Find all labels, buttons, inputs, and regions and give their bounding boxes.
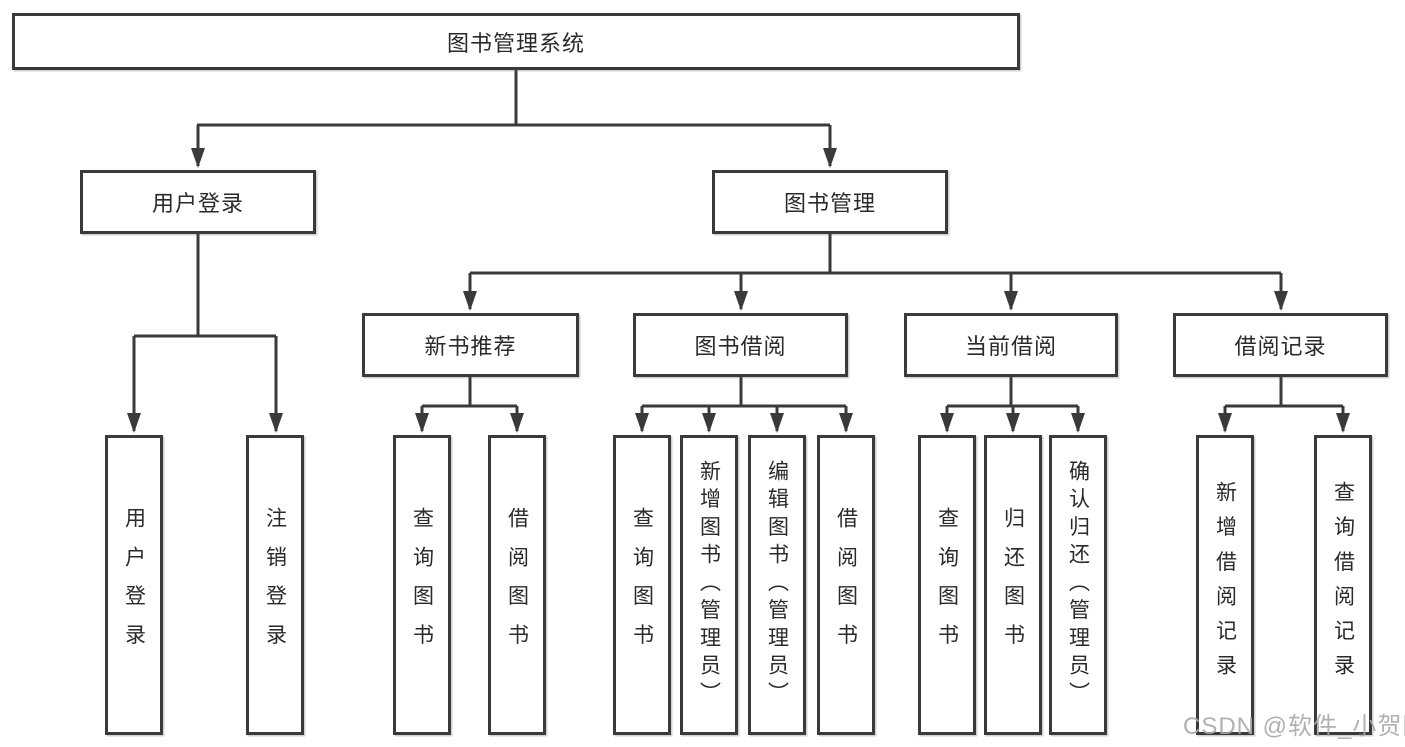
- node-root-system: 图书管理系统: [12, 13, 1020, 70]
- leaf-query-books-2: 查询图书: [613, 435, 671, 735]
- leaf-edit-books-admin: 编辑图书（管理员）: [748, 435, 806, 735]
- node-user-login: 用户登录: [80, 170, 316, 234]
- leaf-borrow-books-2-label: 借阅图书: [834, 507, 858, 663]
- leaf-add-books-admin: 新增图书（管理员）: [680, 435, 738, 735]
- leaf-edit-books-admin-label: 编辑图书（管理员）: [765, 460, 789, 710]
- leaf-query-books-3: 查询图书: [918, 435, 976, 735]
- leaf-confirm-return-admin-label: 确认归还（管理员）: [1066, 460, 1090, 710]
- leaf-confirm-return-admin: 确认归还（管理员）: [1049, 435, 1107, 735]
- leaf-borrow-books-1: 借阅图书: [488, 435, 546, 735]
- leaf-query-books-2-label: 查询图书: [630, 507, 654, 663]
- leaf-query-books-1: 查询图书: [393, 435, 451, 735]
- node-new-book-recommend: 新书推荐: [362, 313, 579, 377]
- leaf-borrow-books-2: 借阅图书: [817, 435, 875, 735]
- node-borrow-records: 借阅记录: [1173, 313, 1388, 377]
- node-book-borrow: 图书借阅: [633, 313, 848, 377]
- node-user-login-label: 用户登录: [151, 191, 244, 216]
- node-book-management-label: 图书管理: [783, 191, 876, 216]
- node-new-book-recommend-label: 新书推荐: [424, 334, 517, 359]
- leaf-query-books-3-label: 查询图书: [935, 507, 959, 663]
- node-current-borrow: 当前借阅: [904, 313, 1118, 377]
- csdn-watermark: CSDN @软件_小贺同学: [1183, 713, 1405, 740]
- leaf-query-books-1-label: 查询图书: [410, 507, 434, 663]
- node-current-borrow-label: 当前借阅: [964, 334, 1057, 359]
- node-book-management: 图书管理: [712, 170, 948, 234]
- node-borrow-records-label: 借阅记录: [1234, 334, 1327, 359]
- leaf-user-login-label: 用户登录: [122, 507, 146, 663]
- leaf-add-books-admin-label: 新增图书（管理员）: [697, 460, 721, 710]
- leaf-add-borrow-record: 新增借阅记录: [1196, 435, 1254, 735]
- leaf-logout-label: 注销登录: [263, 507, 287, 663]
- leaf-query-borrow-record-label: 查询借阅记录: [1331, 481, 1355, 689]
- leaf-return-books-label: 归还图书: [1001, 507, 1025, 663]
- leaf-query-borrow-record: 查询借阅记录: [1314, 435, 1372, 735]
- node-book-borrow-label: 图书借阅: [694, 334, 787, 359]
- node-root-label: 图书管理系统: [446, 30, 585, 56]
- leaf-logout: 注销登录: [246, 435, 304, 735]
- leaf-borrow-books-1-label: 借阅图书: [505, 507, 529, 663]
- leaf-add-borrow-record-label: 新增借阅记录: [1213, 481, 1237, 689]
- leaf-user-login: 用户登录: [105, 435, 163, 735]
- leaf-return-books: 归还图书: [984, 435, 1042, 735]
